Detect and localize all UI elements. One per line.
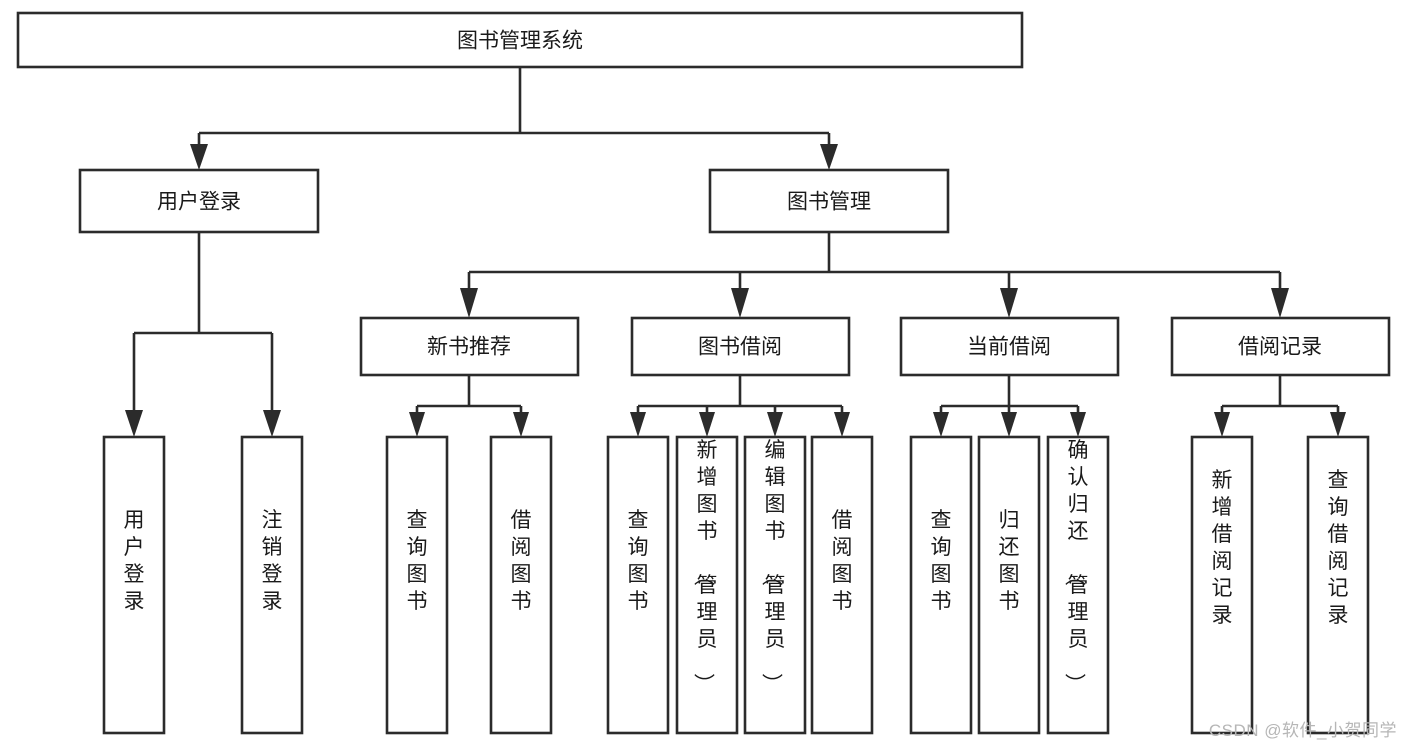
arrow-head-bb-borrow-book	[834, 412, 850, 437]
leaf-book-borrow-edit-label: 编辑图书（管理员）	[760, 439, 786, 694]
leaf-new-book-query[interactable]: 查询图书	[385, 435, 449, 735]
leaf-user-login-login-label: 用户登录	[124, 509, 145, 613]
leaf-new-book-borrow[interactable]: 借阅图书	[489, 435, 553, 735]
connectors-root-to-level2	[190, 67, 838, 170]
arrow-head-cb-query-book	[933, 412, 949, 437]
node-new-book-recommend-box[interactable]	[359, 316, 580, 377]
leaf-borrow-record-add[interactable]: 新增借阅记录	[1190, 435, 1254, 735]
node-borrow-record[interactable]: 借阅记录	[1170, 316, 1391, 377]
connectors-book-manage-to-level3	[460, 232, 1289, 318]
arrow-head-nb-query-book	[409, 412, 425, 437]
node-root-system[interactable]: 图书管理系统	[16, 11, 1024, 69]
leaf-user-login-login[interactable]: 用户登录	[102, 435, 166, 735]
node-root-box[interactable]	[16, 11, 1024, 69]
leaf-new-book-borrow-label: 借阅图书	[511, 509, 532, 613]
arrow-head-borrow-record	[1271, 288, 1289, 318]
leaf-book-borrow-borrow-box[interactable]	[810, 435, 874, 735]
leaf-current-borrow-query-label: 查询图书	[931, 509, 952, 613]
leaf-book-borrow-query-box[interactable]	[606, 435, 670, 735]
leaf-book-borrow-query-label: 查询图书	[628, 509, 649, 613]
arrow-head-user-login	[190, 144, 208, 170]
node-book-manage[interactable]: 图书管理	[708, 168, 950, 234]
leaf-book-borrow-edit-box[interactable]	[743, 435, 807, 735]
node-current-borrow-box[interactable]	[899, 316, 1120, 377]
leaf-borrow-record-query-box[interactable]	[1306, 435, 1370, 735]
node-book-manage-box[interactable]	[708, 168, 950, 234]
connectors-new-book-to-leaves	[409, 375, 529, 437]
node-user-login[interactable]: 用户登录	[78, 168, 320, 234]
arrow-head-cb-return-book	[1001, 412, 1017, 437]
arrow-head-br-add-record	[1214, 412, 1230, 437]
leaf-book-borrow-add-label: 新增图书（管理员）	[692, 439, 718, 694]
arrow-head-bb-query-book	[630, 412, 646, 437]
node-book-borrow-box[interactable]	[630, 316, 851, 377]
arrow-head-new-book	[460, 288, 478, 318]
leaf-current-borrow-confirm-box[interactable]	[1046, 435, 1110, 735]
arrow-head-current-borrow	[1000, 288, 1018, 318]
arrow-head-book-manage	[820, 144, 838, 170]
node-borrow-record-label: 借阅记录	[1238, 336, 1322, 359]
leaf-user-login-logout-box[interactable]	[240, 435, 304, 735]
arrow-head-cb-confirm-return	[1070, 412, 1086, 437]
leaf-book-borrow-query[interactable]: 查询图书	[606, 435, 670, 735]
leaf-user-login-logout[interactable]: 注销登录	[240, 435, 304, 735]
leaf-current-borrow-return-label: 归还图书	[999, 509, 1020, 613]
leaf-book-borrow-borrow-label: 借阅图书	[832, 509, 853, 613]
node-user-login-label: 用户登录	[157, 191, 241, 214]
node-book-manage-label: 图书管理	[787, 191, 871, 214]
leaf-current-borrow-query-box[interactable]	[909, 435, 973, 735]
leaf-book-borrow-add[interactable]: 新增图书（管理员）	[675, 435, 739, 735]
connectors-current-borrow-to-leaves	[933, 375, 1086, 437]
node-borrow-record-box[interactable]	[1170, 316, 1391, 377]
node-new-book-recommend-label: 新书推荐	[427, 336, 511, 359]
leaf-new-book-borrow-box[interactable]	[489, 435, 553, 735]
arrow-head-br-query-record	[1330, 412, 1346, 437]
leaf-borrow-record-add-box[interactable]	[1190, 435, 1254, 735]
arrow-head-book-borrow	[731, 288, 749, 318]
leaf-new-book-query-label: 查询图书	[407, 509, 428, 613]
arrow-head-leaf-logout	[263, 410, 281, 437]
leaf-new-book-query-box[interactable]	[385, 435, 449, 735]
arrow-head-bb-add-book	[699, 412, 715, 437]
leaf-borrow-record-query-label: 查询借阅记录	[1328, 469, 1349, 627]
connectors-borrow-record-to-leaves	[1214, 375, 1346, 437]
arrow-head-leaf-user-login	[125, 410, 143, 437]
connectors-book-borrow-to-leaves	[630, 375, 850, 437]
leaf-current-borrow-confirm[interactable]: 确认归还（管理员）	[1046, 435, 1110, 735]
node-root-label: 图书管理系统	[457, 30, 583, 53]
leaf-borrow-record-add-label: 新增借阅记录	[1212, 469, 1233, 627]
node-book-borrow[interactable]: 图书借阅	[630, 316, 851, 377]
leaf-user-login-login-box[interactable]	[102, 435, 166, 735]
leaf-book-borrow-add-box[interactable]	[675, 435, 739, 735]
node-book-borrow-label: 图书借阅	[698, 336, 782, 359]
leaf-user-login-logout-label: 注销登录	[262, 509, 283, 613]
node-current-borrow[interactable]: 当前借阅	[899, 316, 1120, 377]
leaf-current-borrow-return[interactable]: 归还图书	[977, 435, 1041, 735]
connectors-user-login-to-leaves	[125, 232, 281, 437]
leaf-book-borrow-edit[interactable]: 编辑图书（管理员）	[743, 435, 807, 735]
leaf-book-borrow-borrow[interactable]: 借阅图书	[810, 435, 874, 735]
arrow-head-nb-borrow-book	[513, 412, 529, 437]
node-new-book-recommend[interactable]: 新书推荐	[359, 316, 580, 377]
node-current-borrow-label: 当前借阅	[967, 336, 1051, 359]
arrow-head-bb-edit-book	[767, 412, 783, 437]
leaf-borrow-record-query[interactable]: 查询借阅记录	[1306, 435, 1370, 735]
node-user-login-box[interactable]	[78, 168, 320, 234]
leaf-current-borrow-return-box[interactable]	[977, 435, 1041, 735]
leaf-current-borrow-query[interactable]: 查询图书	[909, 435, 973, 735]
leaf-current-borrow-confirm-label: 确认归还（管理员）	[1063, 439, 1089, 694]
